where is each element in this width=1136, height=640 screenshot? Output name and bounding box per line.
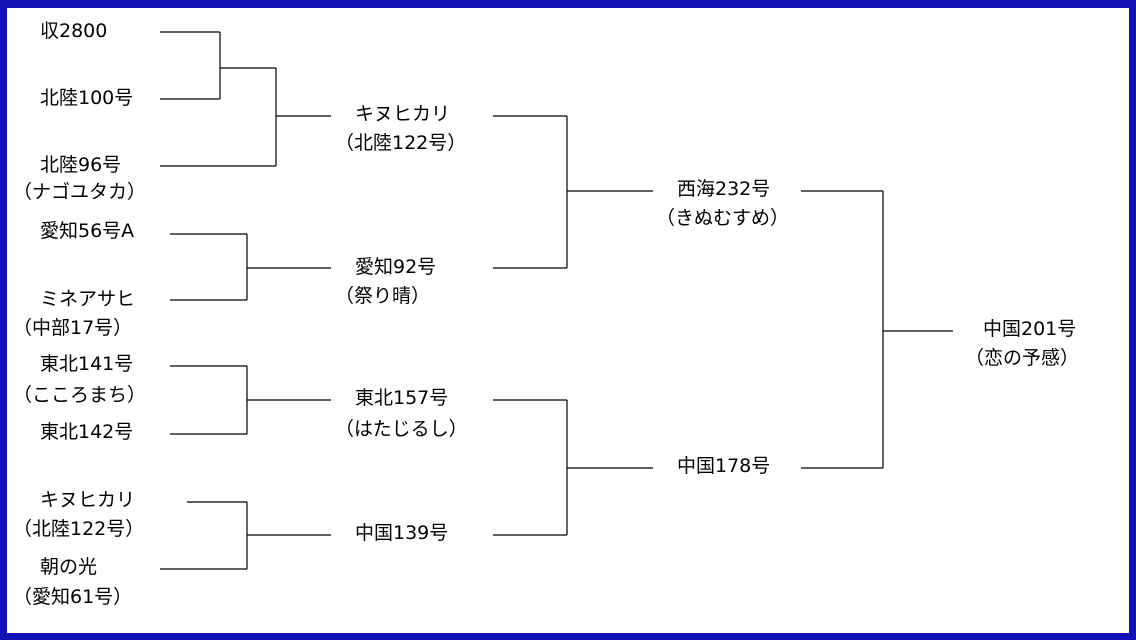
node-mineasahi: ミネアサヒ <box>40 288 136 310</box>
node-chubu17: （中部17号） <box>13 317 133 339</box>
node-asanohikari: 朝の光 <box>40 556 98 578</box>
node-tohoku157: 東北157号 <box>355 387 449 409</box>
node-aichi56a: 愛知56号A <box>40 220 135 242</box>
node-chugoku178: 中国178号 <box>677 455 771 477</box>
node-kinuhikari-mid: キヌヒカリ <box>355 103 451 125</box>
node-chugoku139: 中国139号 <box>355 522 449 544</box>
node-hokuriku122-mid: （北陸122号） <box>335 132 467 154</box>
node-matsuribare: （祭り晴） <box>335 285 431 307</box>
node-aichi61: （愛知61号） <box>13 586 133 608</box>
node-hokuriku100: 北陸100号 <box>40 87 134 109</box>
node-kinumusume: （きぬむすめ） <box>656 207 790 229</box>
node-tohoku141: 東北141号 <box>40 353 134 375</box>
pedigree-connector-lines <box>160 31 953 570</box>
node-hokuriku96: 北陸96号 <box>40 154 122 176</box>
node-chugoku201: 中国201号 <box>983 318 1077 340</box>
node-koinoyokan: （恋の予感） <box>965 347 1080 369</box>
pedigree-diagram: 収2800 北陸100号 北陸96号 （ナゴユタカ） 愛知56号A ミネアサヒ … <box>7 8 1129 633</box>
node-hokuriku122-left: （北陸122号） <box>13 518 145 540</box>
node-tohoku142: 東北142号 <box>40 421 134 443</box>
node-kokoromachi: （こころまち） <box>13 384 147 406</box>
node-nagoyutaka: （ナゴユタカ） <box>13 181 147 203</box>
node-hatajirushi: （はたじるし） <box>335 418 468 440</box>
node-saikai232: 西海232号 <box>677 178 771 200</box>
node-aichi92: 愛知92号 <box>355 256 437 278</box>
node-kinuhikari-left: キヌヒカリ <box>40 489 136 511</box>
node-shu2800: 収2800 <box>40 20 108 42</box>
